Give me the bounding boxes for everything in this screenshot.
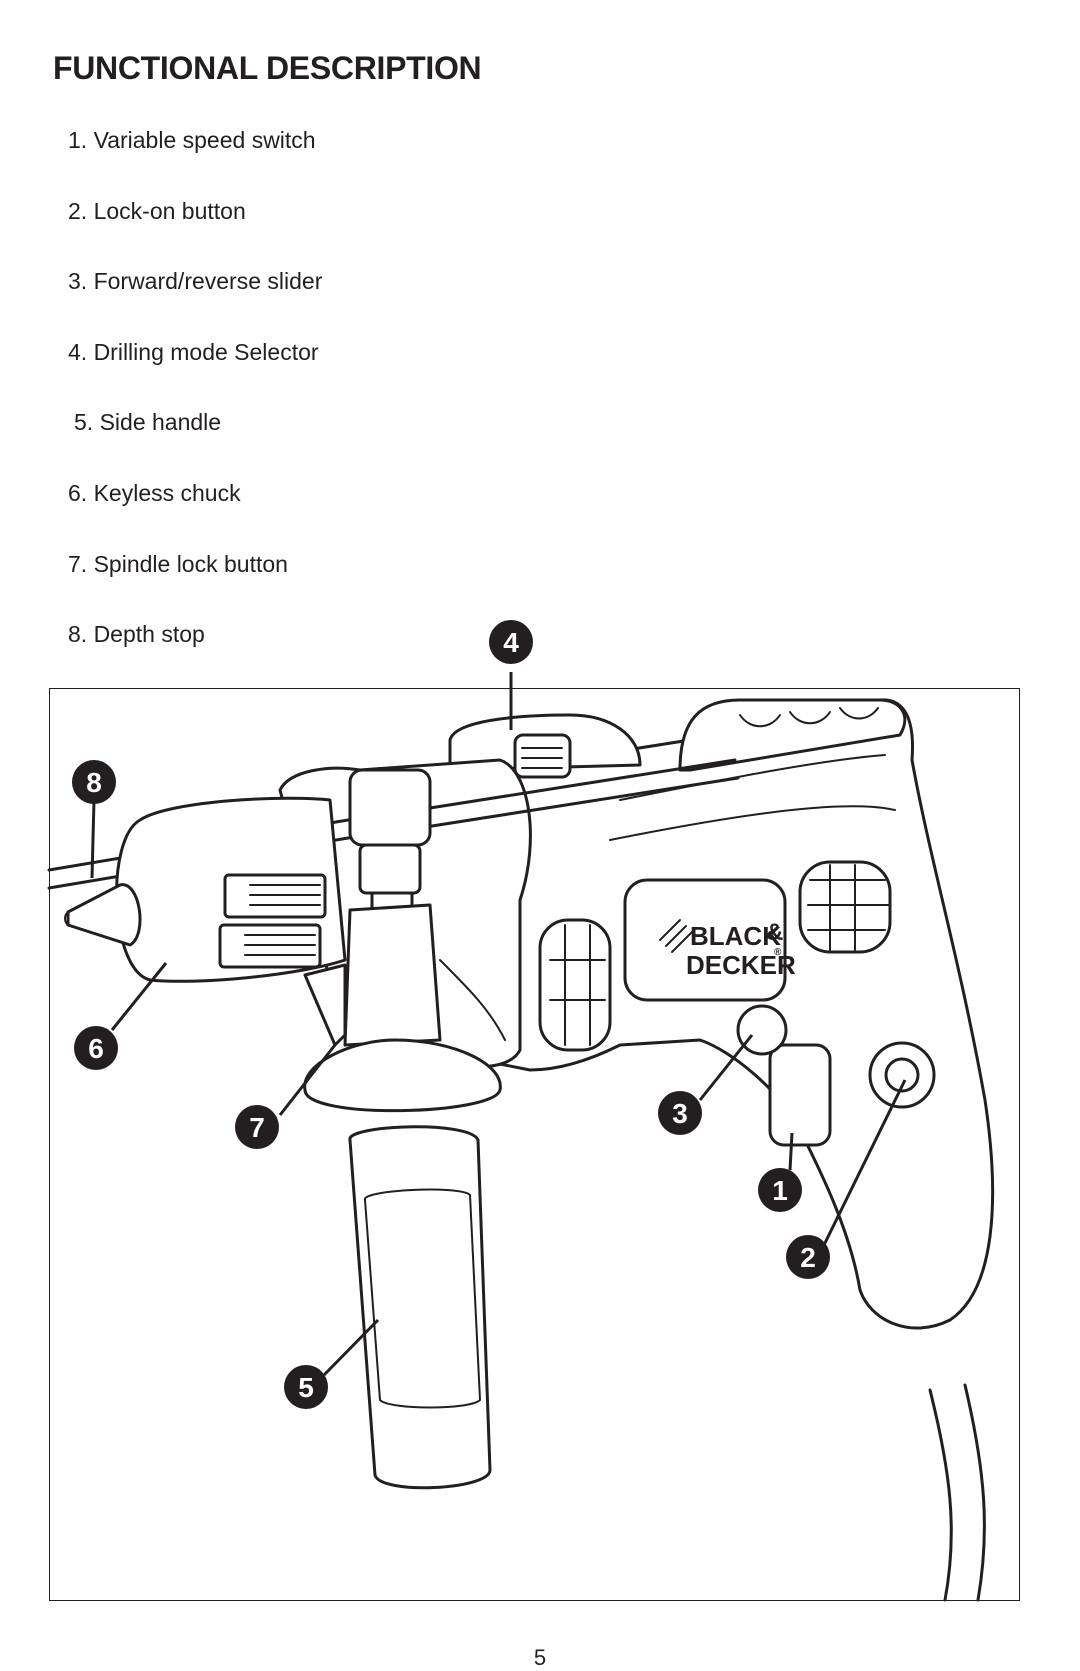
figure-frame xyxy=(49,688,1020,1601)
list-item: 1. Variable speed switch xyxy=(68,127,316,153)
list-item: 4. Drilling mode Selector xyxy=(68,338,319,365)
list-item: 8. Depth stop xyxy=(68,621,205,648)
list-item: 2. Lock-on button xyxy=(68,197,246,224)
list-item: 7. Spindle lock button xyxy=(68,550,288,577)
svg-text:4: 4 xyxy=(503,627,519,658)
list-item: 6. Keyless chuck xyxy=(68,479,241,506)
list-item: 5. Side handle xyxy=(74,409,222,436)
parts-list: 1. Variable speed switch 2. Lock-on butt… xyxy=(68,126,322,691)
list-item: 3. Forward/reverse slider xyxy=(68,268,323,295)
page-number: 5 xyxy=(533,1645,547,1670)
callout-marker-4: 4 xyxy=(489,620,533,664)
page-title: FUNCTIONAL DESCRIPTION xyxy=(53,50,482,86)
